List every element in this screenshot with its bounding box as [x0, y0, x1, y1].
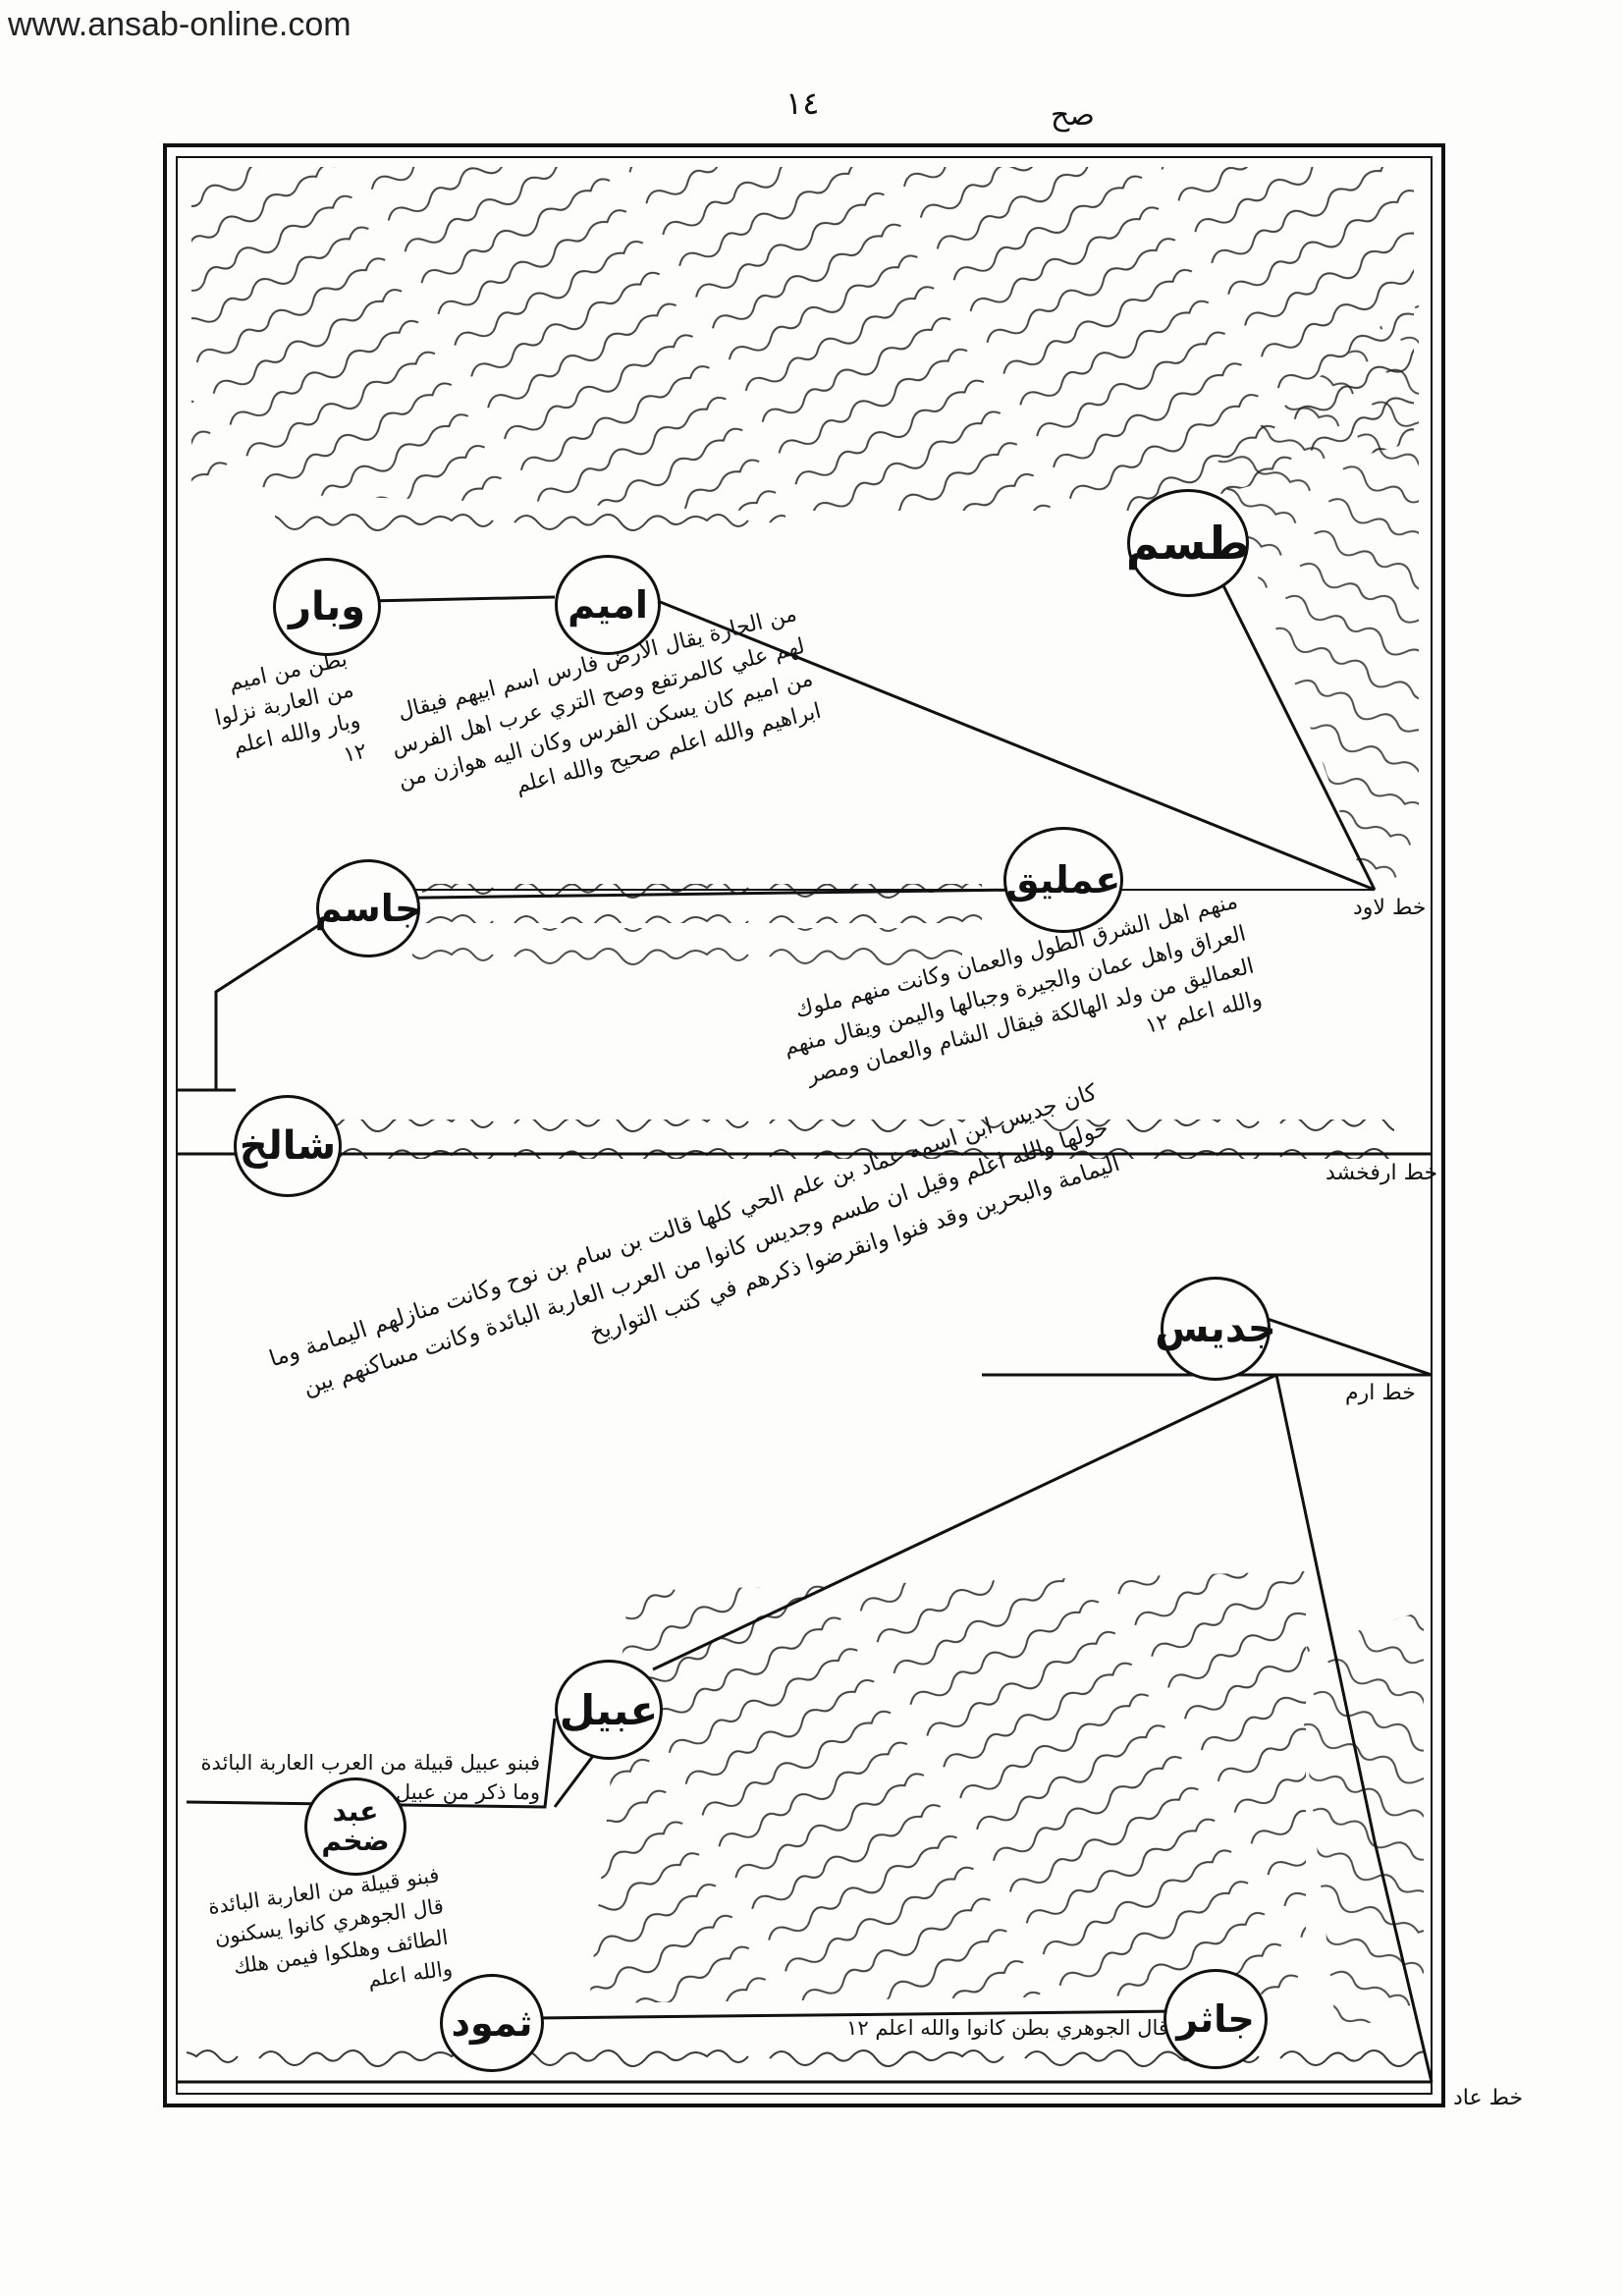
- edge-abil-left: [186, 1718, 557, 1809]
- edge-tasm: [1204, 549, 1377, 891]
- node-jathir: جاثر: [1163, 1969, 1268, 2069]
- node-jadis: جديس: [1155, 1277, 1276, 1381]
- edge-jadis: [1258, 1314, 1433, 1377]
- edge-jasim: [352, 888, 1022, 901]
- outer-frame: [163, 143, 1445, 2107]
- edge-abil-up: [652, 1373, 1277, 1671]
- note-abil: فبنو عبيل قبيلة من العرب العاربة البائدة…: [200, 1751, 540, 1804]
- node-abil: عبيل: [555, 1660, 663, 1760]
- node-tasm: طسم: [1126, 489, 1250, 597]
- node-imliq: عمليق: [1003, 827, 1123, 933]
- right-script-block: [1217, 295, 1419, 884]
- node-thamud: ثمود: [440, 1974, 544, 2072]
- label-line-arfakhshad: خط ارفخشد: [1325, 1161, 1438, 1185]
- shalikh-script-line: [334, 1120, 1394, 1159]
- edge-left-bracket: [191, 923, 320, 1092]
- corner-mark: صح: [1051, 98, 1095, 133]
- umaym-script-line: [275, 511, 785, 546]
- node-shalikh: شالخ: [234, 1095, 342, 1197]
- note-jathir: قال الجوهري بطن كانوا والله اعلم ١٢: [846, 2016, 1168, 2040]
- lower-right-script-block: [1296, 1611, 1424, 2023]
- inner-frame: [176, 156, 1433, 2095]
- edge-abil-tail: [1274, 1374, 1434, 2083]
- edge-umaym: [647, 595, 1376, 892]
- node-wabar: وبار: [273, 558, 381, 656]
- node-abd-dakhm: عبد ضخم: [304, 1777, 406, 1876]
- jasim-script-line: [412, 928, 962, 967]
- node-jasim: جاسم: [315, 859, 421, 957]
- label-line-ad: خط عاد: [1453, 2086, 1524, 2110]
- label-line-lawud: خط لاود: [1353, 896, 1427, 920]
- node-umaym: اميم: [555, 555, 661, 655]
- lower-script-block: [589, 1571, 1306, 2003]
- watermark: www.ansab-online.com: [8, 6, 352, 43]
- label-line-iram: خط ارم: [1345, 1381, 1416, 1405]
- top-script-block: [191, 167, 1414, 511]
- edge-wabar: [367, 595, 556, 603]
- page-number: ١٤: [785, 84, 820, 122]
- edge-thamud: [534, 2009, 1179, 2020]
